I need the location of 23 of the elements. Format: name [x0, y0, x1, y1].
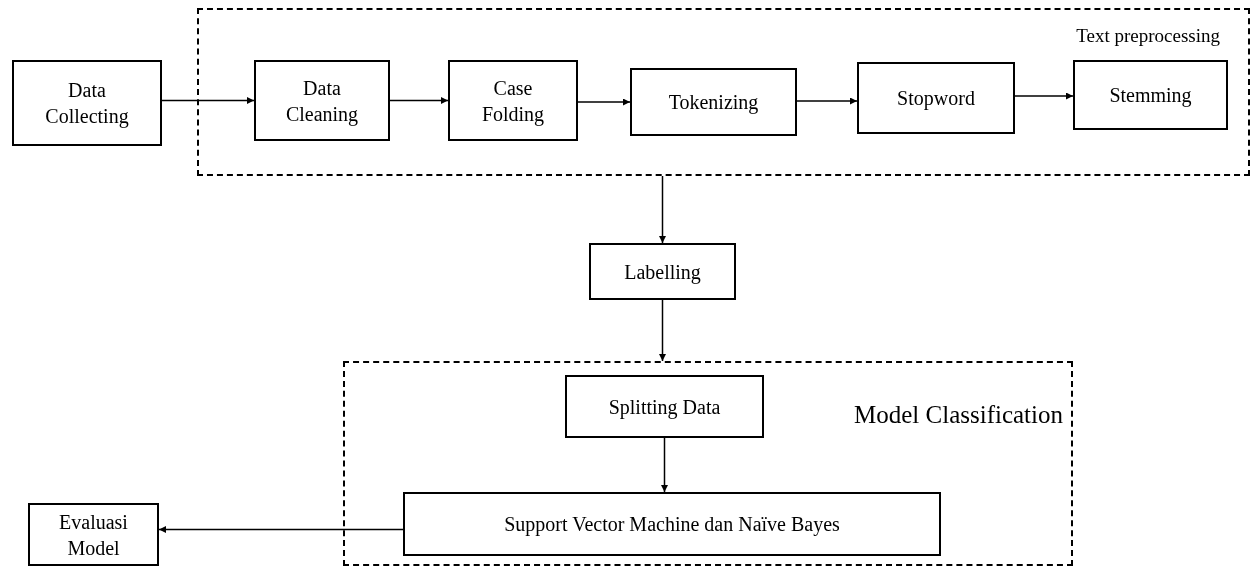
- process-box: Data Cleaning: [254, 60, 390, 141]
- process-box: Stemming: [1073, 60, 1228, 130]
- process-box: Evaluasi Model: [28, 503, 159, 566]
- arrow: [1014, 92, 1074, 100]
- process-box: Stopword: [857, 62, 1015, 134]
- dashed-group-box: [343, 361, 1073, 566]
- arrow: [659, 175, 666, 244]
- process-box: Case Folding: [448, 60, 578, 141]
- process-box: Labelling: [589, 243, 736, 300]
- arrow: [796, 97, 858, 105]
- group-title: Text preprocessing: [1076, 24, 1220, 48]
- process-box: Tokenizing: [630, 68, 797, 136]
- arrow: [577, 98, 631, 106]
- arrow: [158, 526, 404, 533]
- arrow: [389, 97, 449, 104]
- arrow: [659, 299, 666, 362]
- arrow: [161, 97, 255, 104]
- dashed-group-box: [197, 8, 1250, 176]
- process-box: Splitting Data: [565, 375, 764, 438]
- process-box: Support Vector Machine dan Naïve Bayes: [403, 492, 941, 556]
- group-title: Model Classification: [854, 400, 1063, 430]
- arrow: [661, 437, 668, 493]
- process-box: Data Collecting: [12, 60, 162, 146]
